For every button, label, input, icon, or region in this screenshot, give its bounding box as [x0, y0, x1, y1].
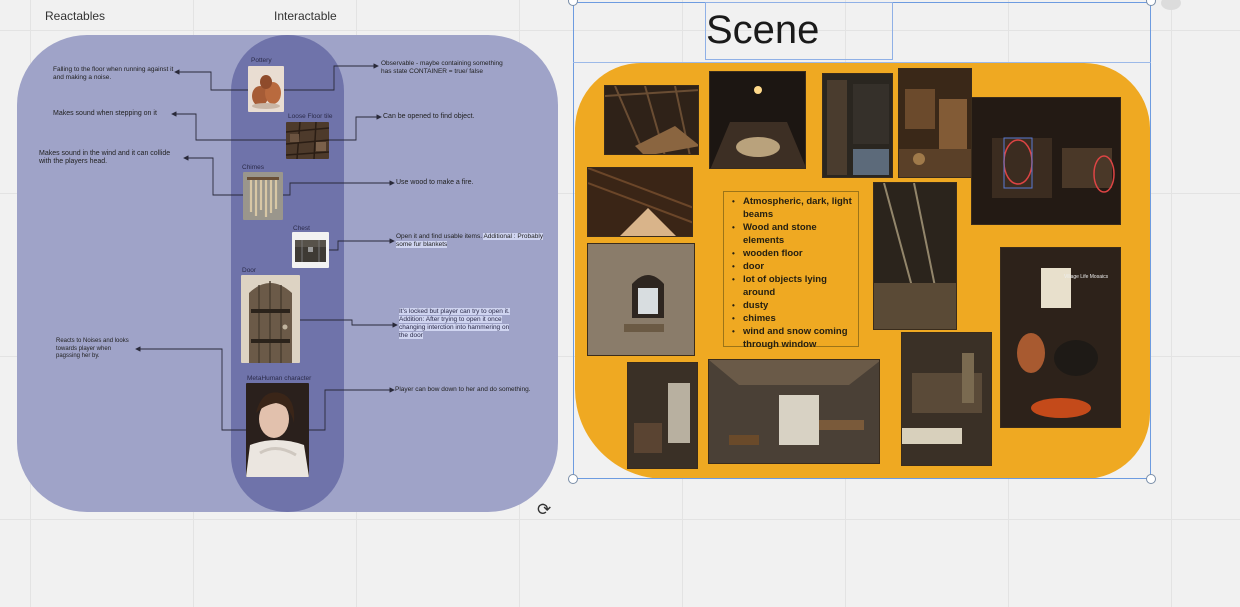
scene-note: chimes [730, 312, 854, 325]
photo-attic-beams [604, 85, 699, 155]
photo-barn-light-beams [873, 182, 957, 330]
photo-dining-room [708, 359, 880, 464]
photo-stone-window [587, 243, 695, 356]
pottery-image [248, 66, 284, 112]
photo-room-doorway [627, 362, 698, 469]
item-label-floor-tile: Loose Floor tile [288, 113, 332, 121]
photo-workshop [901, 332, 992, 466]
photo-stone-wall [822, 73, 893, 178]
interactable-door: It's locked but player can try to open i… [399, 308, 515, 340]
photo-cluttered-room [898, 68, 972, 178]
scene-title: Scene [706, 8, 819, 53]
door-image [241, 275, 300, 363]
interactable-chimes: Use wood to make a fire. [396, 179, 473, 187]
metahuman-image [246, 383, 309, 477]
floor-tile-image [286, 122, 329, 159]
item-label-chimes: Chimes [242, 164, 264, 172]
interactable-pottery: Observable - maybe containing something … [381, 60, 507, 76]
chimes-image [243, 172, 283, 220]
scene-note: wooden floor [730, 247, 854, 260]
resize-handle-bottom-left[interactable] [568, 474, 578, 484]
door-interactable-highlight: It's locked but player can try to open i… [399, 308, 510, 339]
scene-notes-textbox[interactable]: Atmospheric, dark, light beams Wood and … [723, 191, 859, 347]
scene-note: Wood and stone elements [730, 221, 854, 247]
chest-interactable-text: Open it and find usable items. [396, 233, 482, 240]
scene-note: Atmospheric, dark, light beams [730, 195, 854, 221]
title-divider [573, 62, 1151, 63]
interactable-floor-tile: Can be opened to find object. [383, 113, 474, 121]
photo-interior-highlighted [971, 97, 1121, 225]
item-label-metahuman: MetaHuman character [247, 375, 311, 383]
scene-note: lot of objects lying around [730, 273, 854, 299]
reactable-floor-tile: Makes sound when stepping on it [53, 110, 157, 118]
scene-note: door [730, 260, 854, 273]
scene-note: dusty [730, 299, 854, 312]
scene-notes-list: Atmospheric, dark, light beams Wood and … [724, 192, 858, 351]
rotate-icon[interactable]: ⟳ [537, 500, 551, 520]
photo-dark-room-lamp [709, 71, 806, 169]
chest-image [292, 232, 329, 268]
reactable-chimes: Makes sound in the wind and it can colli… [39, 150, 174, 166]
interactable-chest: Open it and find usable items. Additiona… [396, 233, 546, 249]
reactable-metahuman: Reacts to Noises and looks towards playe… [56, 338, 136, 361]
item-label-pottery: Pottery [251, 57, 272, 65]
scene-note: wind and snow coming through window [730, 325, 854, 351]
photo-caption: Village Life Mosaics [1064, 273, 1108, 281]
resize-handle-bottom-right[interactable] [1146, 474, 1156, 484]
photo-attic-light [587, 167, 693, 237]
interactable-metahuman: Player can bow down to her and do someth… [395, 386, 531, 394]
item-label-door: Door [242, 267, 256, 275]
reactable-pottery: Falling to the floor when running agains… [53, 66, 178, 82]
